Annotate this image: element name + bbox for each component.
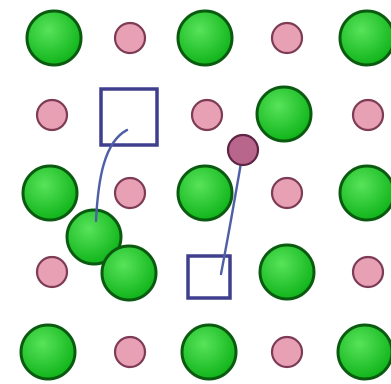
small-atom — [272, 178, 302, 208]
migrating-small-atom — [228, 135, 258, 165]
small-atom — [37, 257, 67, 287]
large-atom — [340, 11, 391, 65]
small-atom — [115, 178, 145, 208]
large-atom — [340, 166, 391, 220]
large-atom — [23, 166, 77, 220]
large-atom — [257, 87, 311, 141]
large-atom — [27, 11, 81, 65]
small-atom — [353, 100, 383, 130]
small-atom — [37, 100, 67, 130]
small-atom — [115, 337, 145, 367]
large-atom — [102, 246, 156, 300]
large-atom — [21, 325, 75, 379]
large-atom — [182, 325, 236, 379]
large-atom — [338, 325, 391, 379]
large-atom — [178, 166, 232, 220]
small-atom — [272, 337, 302, 367]
small-atom — [353, 257, 383, 287]
small-atom — [115, 23, 145, 53]
large-atom — [178, 11, 232, 65]
small-atom — [272, 23, 302, 53]
migrating-atom-layer — [228, 135, 258, 165]
large-atom — [260, 245, 314, 299]
small-atom — [192, 100, 222, 130]
